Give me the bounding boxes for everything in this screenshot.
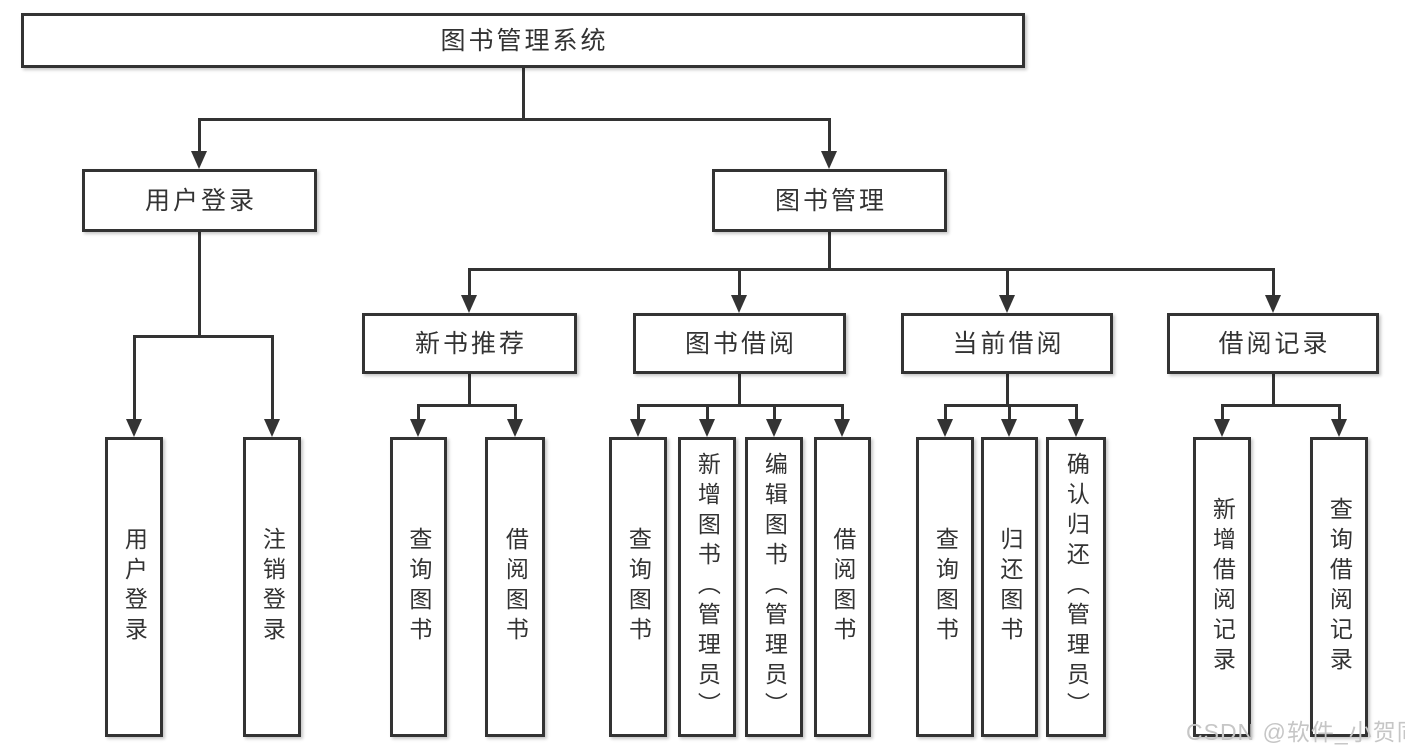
connector-line: [1271, 269, 1275, 297]
leaf-logout-login: 注销登录: [243, 437, 301, 737]
leaf-borrow-borrow-books: 借阅图书: [814, 437, 871, 737]
leaf-label: 确认归还（管理员）: [1063, 452, 1090, 722]
arrow-down-icon: [937, 419, 953, 437]
node-label: 新书推荐: [414, 329, 527, 358]
node-new-book-recommend: 新书推荐: [362, 313, 577, 374]
arrow-down-icon: [461, 295, 477, 313]
connector-line: [467, 267, 1275, 271]
node-root-system: 图书管理系统: [21, 13, 1025, 68]
connector-line: [1337, 405, 1341, 421]
connector-line: [270, 336, 274, 421]
leaf-records-add-record: 新增借阅记录: [1193, 437, 1251, 737]
leaf-label: 查询图书: [932, 527, 959, 647]
leaf-label: 借阅图书: [829, 527, 856, 647]
arrow-down-icon: [1001, 419, 1017, 437]
connector-line: [513, 405, 517, 421]
connector-line: [521, 68, 525, 121]
arrow-down-icon: [191, 151, 207, 169]
connector-line: [197, 117, 831, 121]
connector-line: [197, 232, 201, 338]
connector-line: [636, 405, 640, 421]
leaf-label: 编辑图书（管理员）: [761, 452, 788, 722]
leaf-current-confirm-return-admin: 确认归还（管理员）: [1046, 437, 1106, 737]
leaf-borrow-add-books-admin: 新增图书（管理员）: [678, 437, 736, 737]
csdn-watermark: CSDN @软件_小贺同学: [1186, 719, 1405, 745]
arrow-down-icon: [630, 419, 646, 437]
leaf-label: 新增借阅记录: [1209, 497, 1236, 677]
connector-line: [1220, 403, 1341, 407]
arrow-down-icon: [126, 419, 142, 437]
connector-line: [1074, 405, 1078, 421]
leaf-label: 查询图书: [405, 527, 432, 647]
node-label: 图书管理: [774, 186, 887, 215]
connector-line: [1005, 269, 1009, 297]
node-user-login: 用户登录: [82, 169, 317, 232]
arrow-down-icon: [264, 419, 280, 437]
node-label: 借阅记录: [1218, 329, 1331, 358]
leaf-label: 注销登录: [259, 527, 286, 647]
connector-line: [705, 405, 709, 421]
node-book-management: 图书管理: [712, 169, 947, 232]
connector-line: [197, 119, 201, 153]
leaf-recommend-borrow-books: 借阅图书: [485, 437, 545, 737]
arrow-down-icon: [507, 419, 523, 437]
leaf-label: 查询借阅记录: [1326, 497, 1353, 677]
arrow-down-icon: [410, 419, 426, 437]
leaf-borrow-query-books: 查询图书: [609, 437, 667, 737]
leaf-label: 查询图书: [625, 527, 652, 647]
node-label: 当前借阅: [952, 329, 1065, 358]
connector-line: [772, 405, 776, 421]
leaf-label: 用户登录: [121, 527, 148, 647]
connector-line: [1220, 405, 1224, 421]
leaf-borrow-edit-books-admin: 编辑图书（管理员）: [745, 437, 803, 737]
leaf-records-query-record: 查询借阅记录: [1310, 437, 1368, 737]
leaf-label: 归还图书: [996, 527, 1023, 647]
arrow-down-icon: [999, 295, 1015, 313]
node-label: 用户登录: [144, 186, 257, 215]
arrow-down-icon: [1265, 295, 1281, 313]
connector-line: [416, 405, 420, 421]
arrow-down-icon: [1331, 419, 1347, 437]
leaf-current-return-books: 归还图书: [981, 437, 1038, 737]
connector-line: [827, 119, 831, 153]
connector-line: [132, 336, 136, 421]
arrow-down-icon: [766, 419, 782, 437]
connector-line: [943, 403, 1078, 407]
connector-line: [943, 405, 947, 421]
connector-line: [1005, 374, 1009, 407]
node-label: 图书管理系统: [440, 26, 609, 55]
connector-line: [636, 403, 844, 407]
leaf-current-query-books: 查询图书: [916, 437, 974, 737]
arrow-down-icon: [1068, 419, 1084, 437]
arrow-down-icon: [821, 151, 837, 169]
leaf-label: 新增图书（管理员）: [694, 452, 721, 722]
connector-line: [467, 269, 471, 297]
connector-line: [132, 334, 274, 338]
connector-line: [737, 374, 741, 407]
connector-line: [840, 405, 844, 421]
arrow-down-icon: [699, 419, 715, 437]
arrow-down-icon: [731, 295, 747, 313]
leaf-label: 借阅图书: [502, 527, 529, 647]
connector-line: [416, 403, 517, 407]
arrow-down-icon: [834, 419, 850, 437]
connector-line: [737, 269, 741, 297]
connector-line: [467, 374, 471, 407]
connector-line: [1271, 374, 1275, 407]
node-book-borrow: 图书借阅: [633, 313, 846, 374]
leaf-user-login: 用户登录: [105, 437, 163, 737]
leaf-recommend-query-books: 查询图书: [390, 437, 447, 737]
node-current-borrow: 当前借阅: [901, 313, 1113, 374]
node-label: 图书借阅: [684, 329, 797, 358]
node-borrow-records: 借阅记录: [1167, 313, 1379, 374]
connector-line: [827, 232, 831, 271]
arrow-down-icon: [1214, 419, 1230, 437]
connector-line: [1007, 405, 1011, 421]
